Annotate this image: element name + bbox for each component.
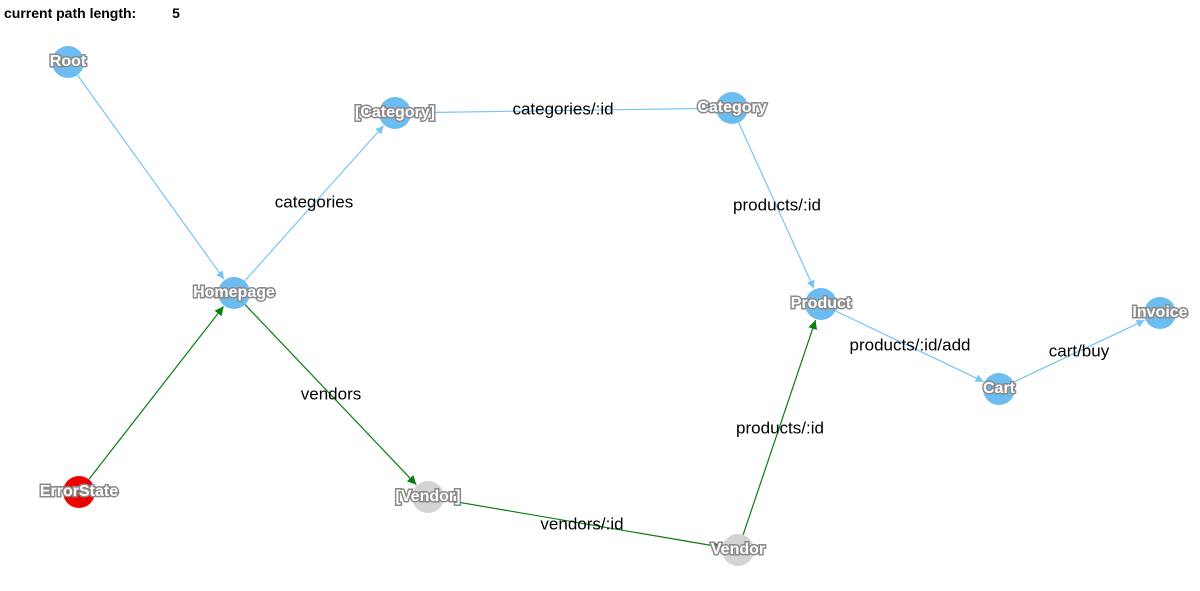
edge-label: categories/:id: [512, 99, 613, 118]
node-circle[interactable]: [722, 534, 754, 566]
edge-category_list-category: categories/:id: [410, 99, 716, 118]
node-label: Category: [697, 99, 766, 116]
node-label: Homepage: [193, 284, 275, 301]
edge-line[interactable]: [443, 499, 722, 551]
edge-label: categories: [275, 192, 353, 211]
edge-label: vendors/:id: [540, 514, 623, 533]
edge-vendor-product: products/:id: [736, 319, 824, 536]
node-circle[interactable]: [1144, 297, 1176, 329]
edge-line[interactable]: [244, 304, 417, 486]
node-label: Cart: [983, 380, 1016, 397]
edge-line[interactable]: [1013, 319, 1145, 383]
path-length-value: 5: [172, 5, 180, 21]
node-circle[interactable]: [716, 92, 748, 124]
node-circle[interactable]: [52, 46, 84, 78]
node-circle[interactable]: [379, 97, 411, 129]
path-length-label: current path length:: [4, 5, 137, 21]
edge-homepage-category_list: categories: [244, 125, 385, 282]
node-product[interactable]: Product: [789, 288, 853, 320]
edge-label: vendors: [301, 384, 361, 403]
edge-category-product: products/:id: [733, 122, 821, 289]
node-category_list[interactable]: [Category]: [353, 97, 437, 129]
node-label: Invoice: [1132, 304, 1187, 321]
node-category[interactable]: Category: [696, 92, 768, 124]
node-circle[interactable]: [805, 288, 837, 320]
node-circle[interactable]: [983, 373, 1015, 405]
node-circle[interactable]: [218, 277, 250, 309]
node-vendor[interactable]: Vendor: [709, 534, 767, 566]
edge-line[interactable]: [76, 74, 225, 280]
edge-errorstate-homepage: [88, 306, 225, 480]
node-label: Vendor: [711, 541, 765, 558]
edges-layer: categories categories/:id products/:id prod…: [76, 74, 1145, 551]
edge-line[interactable]: [835, 310, 984, 383]
edge-product-cart: products/:id/add: [835, 310, 984, 383]
edge-root-homepage: [76, 74, 225, 280]
node-label: Product: [791, 295, 852, 312]
edge-line[interactable]: [244, 125, 385, 282]
edge-label: products/:id: [736, 418, 824, 437]
node-label: ErrorState: [40, 483, 118, 500]
node-cart[interactable]: Cart: [981, 373, 1017, 405]
edge-homepage-vendor_list: vendors: [244, 304, 417, 486]
edge-label: products/:id: [733, 195, 821, 214]
edge-line[interactable]: [88, 306, 225, 480]
edge-label: products/:id/add: [850, 335, 971, 354]
node-circle[interactable]: [412, 481, 444, 513]
edge-line[interactable]: [738, 122, 815, 289]
edge-vendor_list-vendor: vendors/:id: [443, 499, 722, 551]
node-root[interactable]: Root: [48, 46, 88, 78]
edge-line[interactable]: [742, 319, 817, 536]
node-label: [Category]: [355, 104, 435, 121]
node-circle[interactable]: [63, 476, 95, 508]
node-label: Root: [50, 53, 87, 70]
edge-label: cart/buy: [1049, 341, 1110, 360]
node-vendor_list[interactable]: [Vendor]: [394, 481, 462, 513]
node-errorstate[interactable]: ErrorState: [38, 476, 120, 508]
node-label: [Vendor]: [396, 488, 461, 505]
edge-cart-invoice: cart/buy: [1013, 319, 1145, 383]
node-invoice[interactable]: Invoice: [1131, 297, 1189, 329]
edge-line[interactable]: [410, 104, 716, 114]
path-length-header: current path length: 5: [4, 5, 180, 21]
node-homepage[interactable]: Homepage: [192, 277, 277, 309]
